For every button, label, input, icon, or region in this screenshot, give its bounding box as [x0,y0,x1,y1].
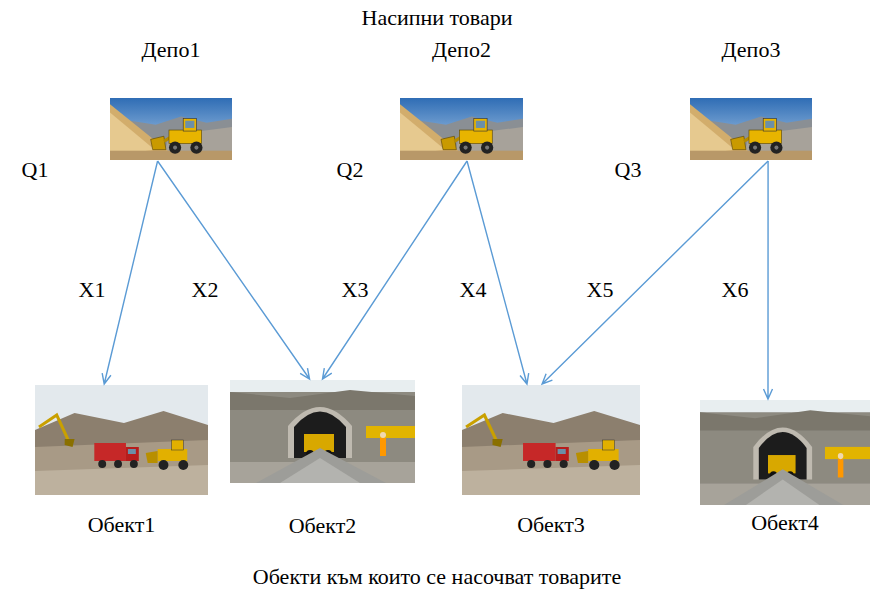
site-node: Обект1 [35,385,208,537]
node-heading: Обект1 [35,512,208,537]
flow-arrow [158,161,310,379]
site-node: Обект4 [700,400,870,535]
node-label: Обект4 [700,510,870,535]
photo-area [400,98,523,160]
photo-area [700,400,870,505]
diagram-caption: Обекти към които се насочват товарите [253,564,621,589]
depot-photo [690,98,812,160]
node-label: Обект2 [230,513,415,538]
quantity-label: Q2 [337,157,364,182]
diagram-title: Насипни товари [362,5,513,30]
node-label: Депо2 [400,37,523,62]
photo-area [110,98,232,160]
tunnel-photo [230,380,415,483]
flow-label: X1 [79,277,106,302]
node-label: Депо1 [110,37,232,62]
flow-arrow [102,161,157,384]
depot-photo [110,98,232,160]
flow-arrow [323,161,468,379]
node-heading: Обект4 [700,510,870,535]
flow-label: X2 [192,277,219,302]
photo-area [690,98,812,160]
site-node: Обект3 [462,385,640,537]
photo-area [230,380,415,483]
node-heading: Обект2 [230,513,415,538]
flow-label: X5 [587,277,614,302]
flow-arrow [764,161,773,399]
depot-node: Депо1 [110,37,232,160]
node-heading: Депо1 [110,37,232,62]
flow-label: X6 [722,277,749,302]
depot-node: Депо2 [400,37,523,160]
depot-photo [400,98,523,160]
flow-arrow [542,161,768,384]
node-label: Обект1 [35,512,208,537]
photo-area [35,385,208,495]
photo-area [462,385,640,495]
tunnel-photo [700,400,870,505]
quantity-label: Q3 [615,157,642,182]
site-photo [35,385,208,495]
flow-arrow [467,161,529,384]
site-node: Обект2 [230,380,415,538]
site-photo [462,385,640,495]
node-heading: Депо2 [400,37,523,62]
depot-node: Депо3 [690,37,812,160]
quantity-label: Q1 [22,157,49,182]
flow-label: X3 [342,277,369,302]
node-heading: Обект3 [462,512,640,537]
node-label: Депо3 [690,37,812,62]
flow-label: X4 [460,277,487,302]
node-heading: Депо3 [690,37,812,62]
node-label: Обект3 [462,512,640,537]
